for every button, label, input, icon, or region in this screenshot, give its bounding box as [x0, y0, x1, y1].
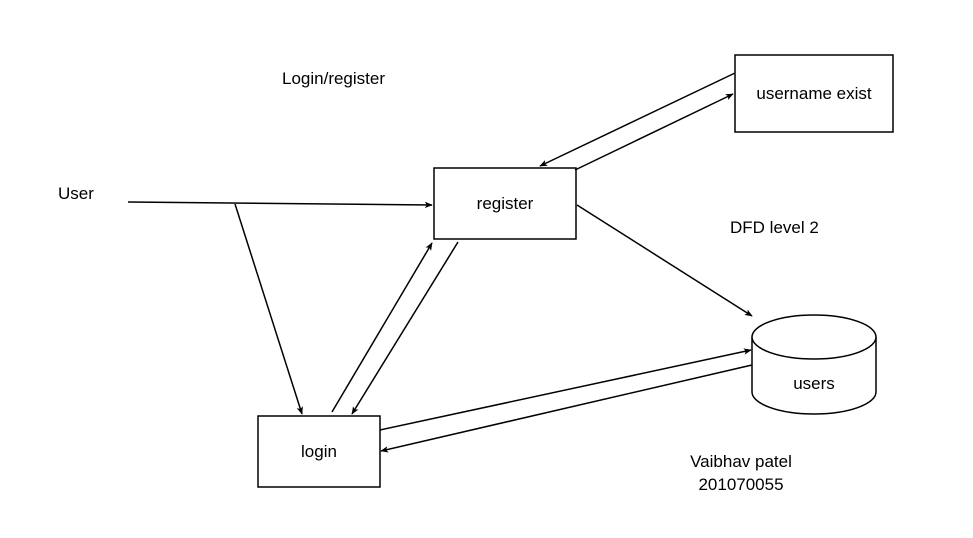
flow-user-to-login [234, 203, 303, 415]
users-label: users [793, 374, 835, 393]
diagram-title: Login/register [282, 69, 386, 88]
register-label: register [476, 193, 534, 213]
dfd-level-label: DFD level 2 [730, 218, 819, 237]
author-block: Vaibhav patel 201070055 [641, 451, 841, 497]
external-entity-user: User [58, 184, 94, 203]
register-box[interactable] [433, 167, 577, 240]
users-cylinder-top [751, 314, 877, 360]
flow-login-to-users [379, 348, 752, 431]
flow-login-to-register [331, 242, 433, 413]
flow-register-to-login [351, 241, 459, 415]
flow-user-to-register [127, 201, 433, 209]
flow-register-to-users [576, 204, 753, 317]
username-exist-box[interactable] [734, 54, 894, 133]
author-name: Vaibhav patel [690, 452, 792, 471]
author-id: 201070055 [698, 474, 784, 494]
users-datastore[interactable] [751, 314, 877, 415]
flow-users-to-login [380, 364, 753, 453]
flow-register-to-username-exist [574, 93, 734, 171]
flow-username-exist-to-register [539, 72, 736, 167]
login-label: login [301, 441, 337, 461]
login-box[interactable] [257, 415, 381, 488]
username-exist-label: username exist [756, 83, 872, 103]
